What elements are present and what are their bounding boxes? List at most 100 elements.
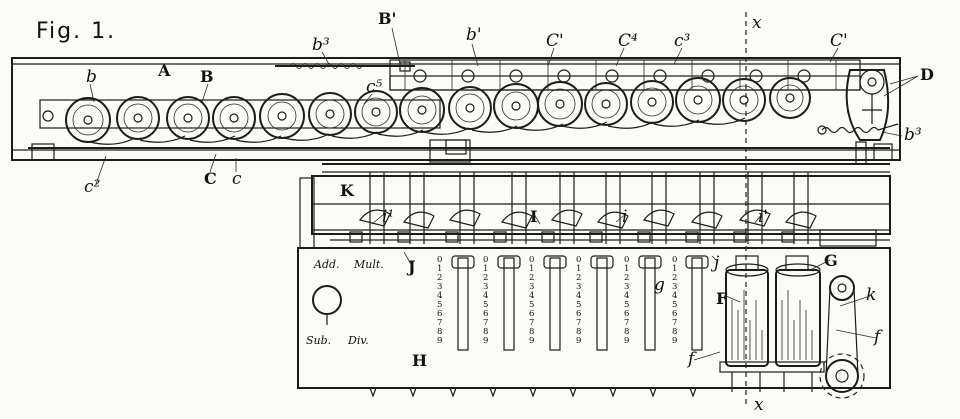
label-H: H <box>412 351 427 370</box>
label-k: k <box>866 285 876 305</box>
label-C1-b: C' <box>830 31 848 51</box>
digit-label: 2 <box>672 273 677 283</box>
label-j: j <box>710 253 720 273</box>
label-J: J <box>406 257 416 276</box>
digit-label: 2 <box>529 273 534 283</box>
label-F: F <box>716 289 728 308</box>
digit-column-5: 0 1 2 3 4 5 6 7 8 9 <box>624 255 629 346</box>
upper-lever-row <box>389 59 861 91</box>
digit-label: 0 <box>529 255 534 265</box>
digit-label: 8 <box>437 327 442 337</box>
digit-label: 7 <box>437 318 442 328</box>
digit-label: 5 <box>672 300 677 310</box>
label-G: G <box>824 251 838 270</box>
digit-label: 5 <box>437 300 442 310</box>
label-c-small: c <box>232 169 242 189</box>
panel-label-div: Div. <box>347 334 369 347</box>
label-c5: c⁵ <box>366 77 383 97</box>
digit-label: 7 <box>483 318 488 328</box>
digit-column-1: 0 1 2 3 4 5 6 7 8 9 <box>437 255 442 346</box>
digit-label: 6 <box>437 309 442 319</box>
label-K: K <box>340 181 355 200</box>
reference-labels: b A B b³ B' b' C' C⁴ c³ x C' D c⁵ b³ c² … <box>84 9 934 415</box>
label-i1: i¹ <box>382 207 394 227</box>
digit-label: 1 <box>576 264 581 274</box>
digit-label: 3 <box>576 282 581 292</box>
digit-label: 3 <box>437 282 442 292</box>
digit-label: 4 <box>529 291 534 301</box>
label-c3: c³ <box>674 31 691 51</box>
digit-label: 4 <box>576 291 581 301</box>
end-lever-D <box>845 69 890 141</box>
digit-label: 1 <box>437 264 442 274</box>
digit-label: 8 <box>529 327 534 337</box>
label-I: I <box>530 207 537 226</box>
digit-label: 4 <box>624 291 629 301</box>
label-x-top: x <box>752 13 762 33</box>
digit-label: 9 <box>624 336 629 346</box>
label-f-right: f <box>872 327 883 347</box>
label-B: B <box>200 67 214 86</box>
digit-label: 7 <box>576 318 581 328</box>
digit-label: 2 <box>624 273 629 283</box>
panel-label-mult: Mult. <box>353 258 384 271</box>
digit-label: 0 <box>624 255 629 265</box>
digit-label: 3 <box>672 282 677 292</box>
middle-mechanism <box>299 163 891 249</box>
label-C: C <box>204 169 217 188</box>
digit-label: 9 <box>437 336 442 346</box>
digit-label: 5 <box>624 300 629 310</box>
digit-label: 9 <box>529 336 534 346</box>
number-wheels <box>65 77 811 145</box>
digit-column-2: 0 1 2 3 4 5 6 7 8 9 <box>483 255 488 346</box>
key-slots <box>451 255 709 351</box>
digit-label: 0 <box>672 255 677 265</box>
digit-label: 6 <box>576 309 581 319</box>
digit-label: 8 <box>576 327 581 337</box>
digit-column-4: 0 1 2 3 4 5 6 7 8 9 <box>576 255 581 346</box>
digit-label: 1 <box>624 264 629 274</box>
panel-label-sub: Sub. <box>306 334 331 347</box>
top-spring-bar <box>275 61 415 72</box>
key-panel-H <box>297 247 891 398</box>
label-C1-a: C' <box>546 31 564 51</box>
digit-label: 9 <box>576 336 581 346</box>
digit-label: 0 <box>437 255 442 265</box>
label-b: b <box>86 67 97 87</box>
digit-label: 1 <box>483 264 488 274</box>
belt-pulley <box>819 275 865 399</box>
digit-column-3: 0 1 2 3 4 5 6 7 8 9 <box>529 255 534 346</box>
digit-label: 4 <box>672 291 677 301</box>
leader-lines <box>89 27 919 361</box>
digit-label: 3 <box>624 282 629 292</box>
label-b1: b' <box>466 25 482 45</box>
digit-label: 6 <box>624 309 629 319</box>
digit-label: 0 <box>576 255 581 265</box>
label-c2: c² <box>84 177 101 197</box>
label-f-left: f <box>686 349 697 369</box>
label-x-bottom: x <box>754 395 764 415</box>
digit-label: 2 <box>576 273 581 283</box>
digit-label: 9 <box>672 336 677 346</box>
label-i-prime: i' <box>758 207 768 227</box>
digit-label: 2 <box>437 273 442 283</box>
label-b3-right: b³ <box>904 125 922 145</box>
digit-label: 5 <box>483 300 488 310</box>
digit-columns: 0 1 2 3 4 5 6 7 8 9 0 1 2 3 4 5 6 7 8 9 … <box>437 255 677 346</box>
digit-label: 3 <box>529 282 534 292</box>
label-C4: C⁴ <box>618 31 638 51</box>
digit-label: 8 <box>483 327 488 337</box>
digit-column-6: 0 1 2 3 4 5 6 7 8 9 <box>672 255 677 346</box>
digit-label: 4 <box>437 291 442 301</box>
digit-label: 7 <box>672 318 677 328</box>
panel-label-add: Add. <box>313 258 340 271</box>
digit-label: 5 <box>529 300 534 310</box>
digit-label: 1 <box>529 264 534 274</box>
label-A: A <box>157 61 171 80</box>
digit-label: 0 <box>483 255 488 265</box>
digit-label: 4 <box>483 291 488 301</box>
digit-label: 6 <box>672 309 677 319</box>
right-spring <box>817 123 899 135</box>
digit-label: 6 <box>483 309 488 319</box>
digit-label: 8 <box>672 327 677 337</box>
